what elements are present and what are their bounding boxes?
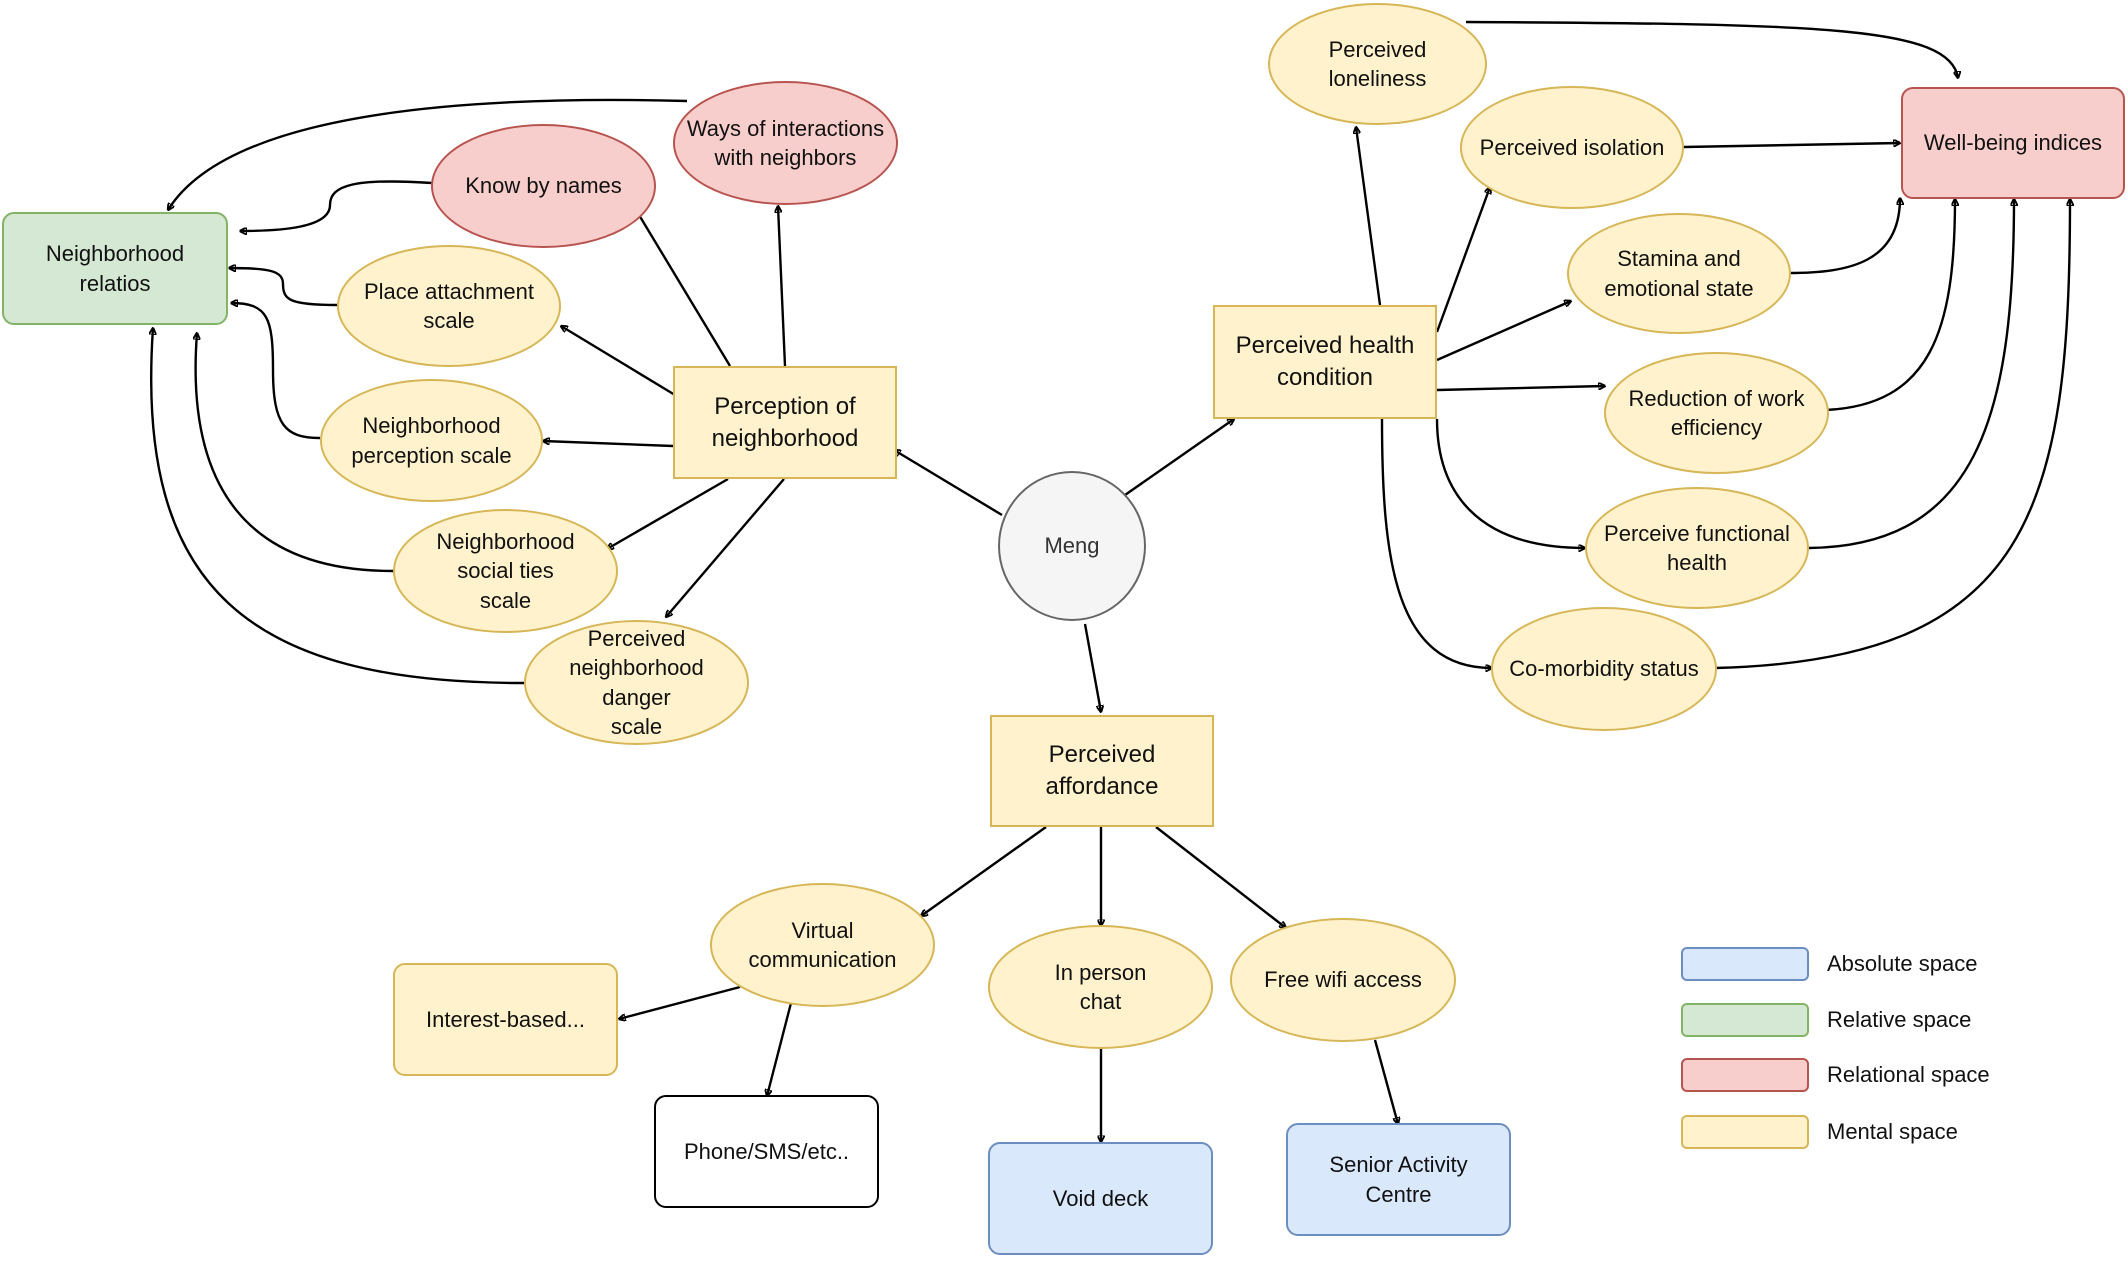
perception-of-neighborhood-label: Perception of neighborhood — [711, 392, 859, 452]
stamina-emotional-state-node: Stamina and emotional state — [1567, 213, 1791, 334]
know-by-names-node: Know by names — [431, 124, 656, 248]
neighborhood-relatios-label: Neighborhood relatios — [45, 241, 185, 296]
edge-health-to-reduction — [1436, 386, 1605, 392]
edge-wifi-to-senior — [1373, 1039, 1398, 1124]
edge-loneliness-to-wellbeing — [1465, 20, 1958, 78]
perceived-loneliness-label: Perceived loneliness — [1328, 36, 1427, 91]
perceive-functional-health-label: Perceive functional health — [1604, 520, 1790, 575]
interest-based-node: Interest-based... — [393, 963, 618, 1076]
edge-perception-to-ways — [778, 206, 787, 367]
edge-stamina-to-wellbeing — [1788, 198, 1900, 275]
meng-node: Meng — [998, 471, 1146, 621]
void-deck-label: Void deck — [1052, 1185, 1149, 1211]
perceived-affordance-label: Perceived affordance — [1045, 741, 1159, 800]
edge-perception-to-danger — [666, 478, 785, 617]
perceived-health-condition-label: Perceived health condition — [1235, 332, 1415, 391]
edge-social-to-relatios — [196, 333, 394, 573]
edge-ways-to-relatios — [168, 98, 688, 210]
free-wifi-access-label: Free wifi access — [1264, 967, 1422, 993]
edge-meng-to-health — [1124, 419, 1234, 496]
ways-of-interactions-node: Ways of interactions with neighbors — [673, 81, 898, 205]
legend-item-mental: Mental space — [1681, 1115, 1958, 1149]
perceived-loneliness-node: Perceived loneliness — [1268, 3, 1487, 125]
edge-perception-to-nps — [543, 441, 674, 448]
place-attachment-scale-label: Place attachment scale — [364, 278, 534, 333]
edge-health-to-functional — [1435, 418, 1585, 548]
perception-of-neighborhood-node: Perception of neighborhood — [673, 366, 897, 479]
edge-comorbidity-to-wellbeing — [1715, 199, 2070, 670]
edge-health-to-stamina — [1436, 301, 1571, 362]
legend-label-absolute: Absolute space — [1827, 951, 1978, 976]
edge-perception-to-place — [561, 326, 676, 397]
edge-virtual-to-phone — [767, 1002, 793, 1096]
legend-label-mental: Mental space — [1827, 1119, 1958, 1144]
reduction-work-efficiency-label: Reduction of work efficiency — [1628, 385, 1805, 440]
phone-sms-node: Phone/SMS/etc.. — [654, 1095, 879, 1208]
virtual-communication-node: Virtual communication — [710, 883, 935, 1007]
neighborhood-social-ties-node: Neighborhood social ties scale — [393, 509, 618, 633]
in-person-chat-label: In person chat — [1054, 959, 1147, 1014]
edge-health-to-loneliness — [1356, 127, 1382, 306]
place-attachment-scale-node: Place attachment scale — [337, 245, 561, 367]
neighborhood-social-ties-label: Neighborhood social ties scale — [436, 529, 575, 613]
perceived-health-condition-node: Perceived health condition — [1213, 305, 1437, 419]
edge-danger-to-relatios — [151, 328, 525, 685]
legend-swatch-absolute — [1681, 947, 1809, 981]
edge-meng-to-affordance — [1083, 623, 1101, 712]
senior-activity-centre-node: Senior Activity Centre — [1286, 1123, 1511, 1236]
reduction-work-efficiency-node: Reduction of work efficiency — [1604, 352, 1829, 474]
free-wifi-access-node: Free wifi access — [1230, 918, 1456, 1042]
perceived-isolation-node: Perceived isolation — [1460, 86, 1684, 209]
perceived-isolation-label: Perceived isolation — [1479, 134, 1665, 160]
edge-virtual-to-interest — [619, 985, 741, 1019]
edge-health-to-comorbidity — [1380, 418, 1492, 668]
edge-health-to-isolation — [1435, 187, 1490, 333]
edge-functional-to-wellbeing — [1808, 199, 2014, 550]
co-morbidity-status-node: Co-morbidity status — [1491, 607, 1717, 731]
legend-swatch-relational — [1681, 1058, 1809, 1092]
neighborhood-perception-scale-node: Neighborhood perception scale — [320, 379, 543, 502]
ways-of-interactions-label: Ways of interactions with neighbors — [686, 115, 885, 170]
edge-affordance-to-wifi — [1155, 826, 1286, 928]
perceive-functional-health-node: Perceive functional health — [1585, 487, 1809, 609]
edge-place-to-relatios — [229, 268, 338, 307]
well-being-indices-label: Well-being indices — [1923, 130, 2103, 156]
edge-know-to-relatios — [240, 180, 433, 231]
edge-reduction-to-wellbeing — [1825, 199, 1955, 412]
legend-label-relative: Relative space — [1827, 1007, 1972, 1032]
legend-item-relational: Relational space — [1681, 1058, 1990, 1092]
legend-item-absolute: Absolute space — [1681, 947, 1977, 981]
perceived-neighborhood-danger-label: Perceived neighborhood danger scale — [569, 626, 704, 739]
neighborhood-relatios-node: Neighborhood relatios — [2, 212, 228, 325]
edge-perception-to-know — [624, 190, 732, 367]
legend-item-relative: Relative space — [1681, 1003, 1971, 1037]
interest-based-label: Interest-based... — [426, 1006, 585, 1032]
edge-affordance-to-virtual — [921, 826, 1047, 916]
well-being-indices-node: Well-being indices — [1901, 87, 2125, 199]
legend-swatch-relative — [1681, 1003, 1809, 1037]
perceived-neighborhood-danger-node: Perceived neighborhood danger scale — [524, 620, 749, 745]
in-person-chat-node: In person chat — [988, 925, 1213, 1049]
edge-meng-to-perception — [894, 450, 1003, 517]
meng-label: Meng — [1044, 533, 1100, 559]
know-by-names-label: Know by names — [465, 173, 622, 199]
edge-perception-to-social — [607, 477, 729, 549]
edge-isolation-to-wellbeing — [1683, 143, 1900, 149]
co-morbidity-status-label: Co-morbidity status — [1509, 656, 1699, 682]
neighborhood-perception-scale-label: Neighborhood perception scale — [351, 413, 512, 468]
perceived-affordance-node: Perceived affordance — [990, 715, 1214, 827]
virtual-communication-label: Virtual communication — [748, 917, 897, 972]
stamina-emotional-state-label: Stamina and emotional state — [1604, 246, 1754, 301]
phone-sms-label: Phone/SMS/etc.. — [683, 1138, 850, 1164]
legend-swatch-mental — [1681, 1115, 1809, 1149]
senior-activity-centre-label: Senior Activity Centre — [1329, 1152, 1468, 1207]
legend-label-relational: Relational space — [1827, 1062, 1990, 1087]
void-deck-node: Void deck — [988, 1142, 1213, 1255]
edge-nps-to-relatios — [231, 303, 321, 440]
